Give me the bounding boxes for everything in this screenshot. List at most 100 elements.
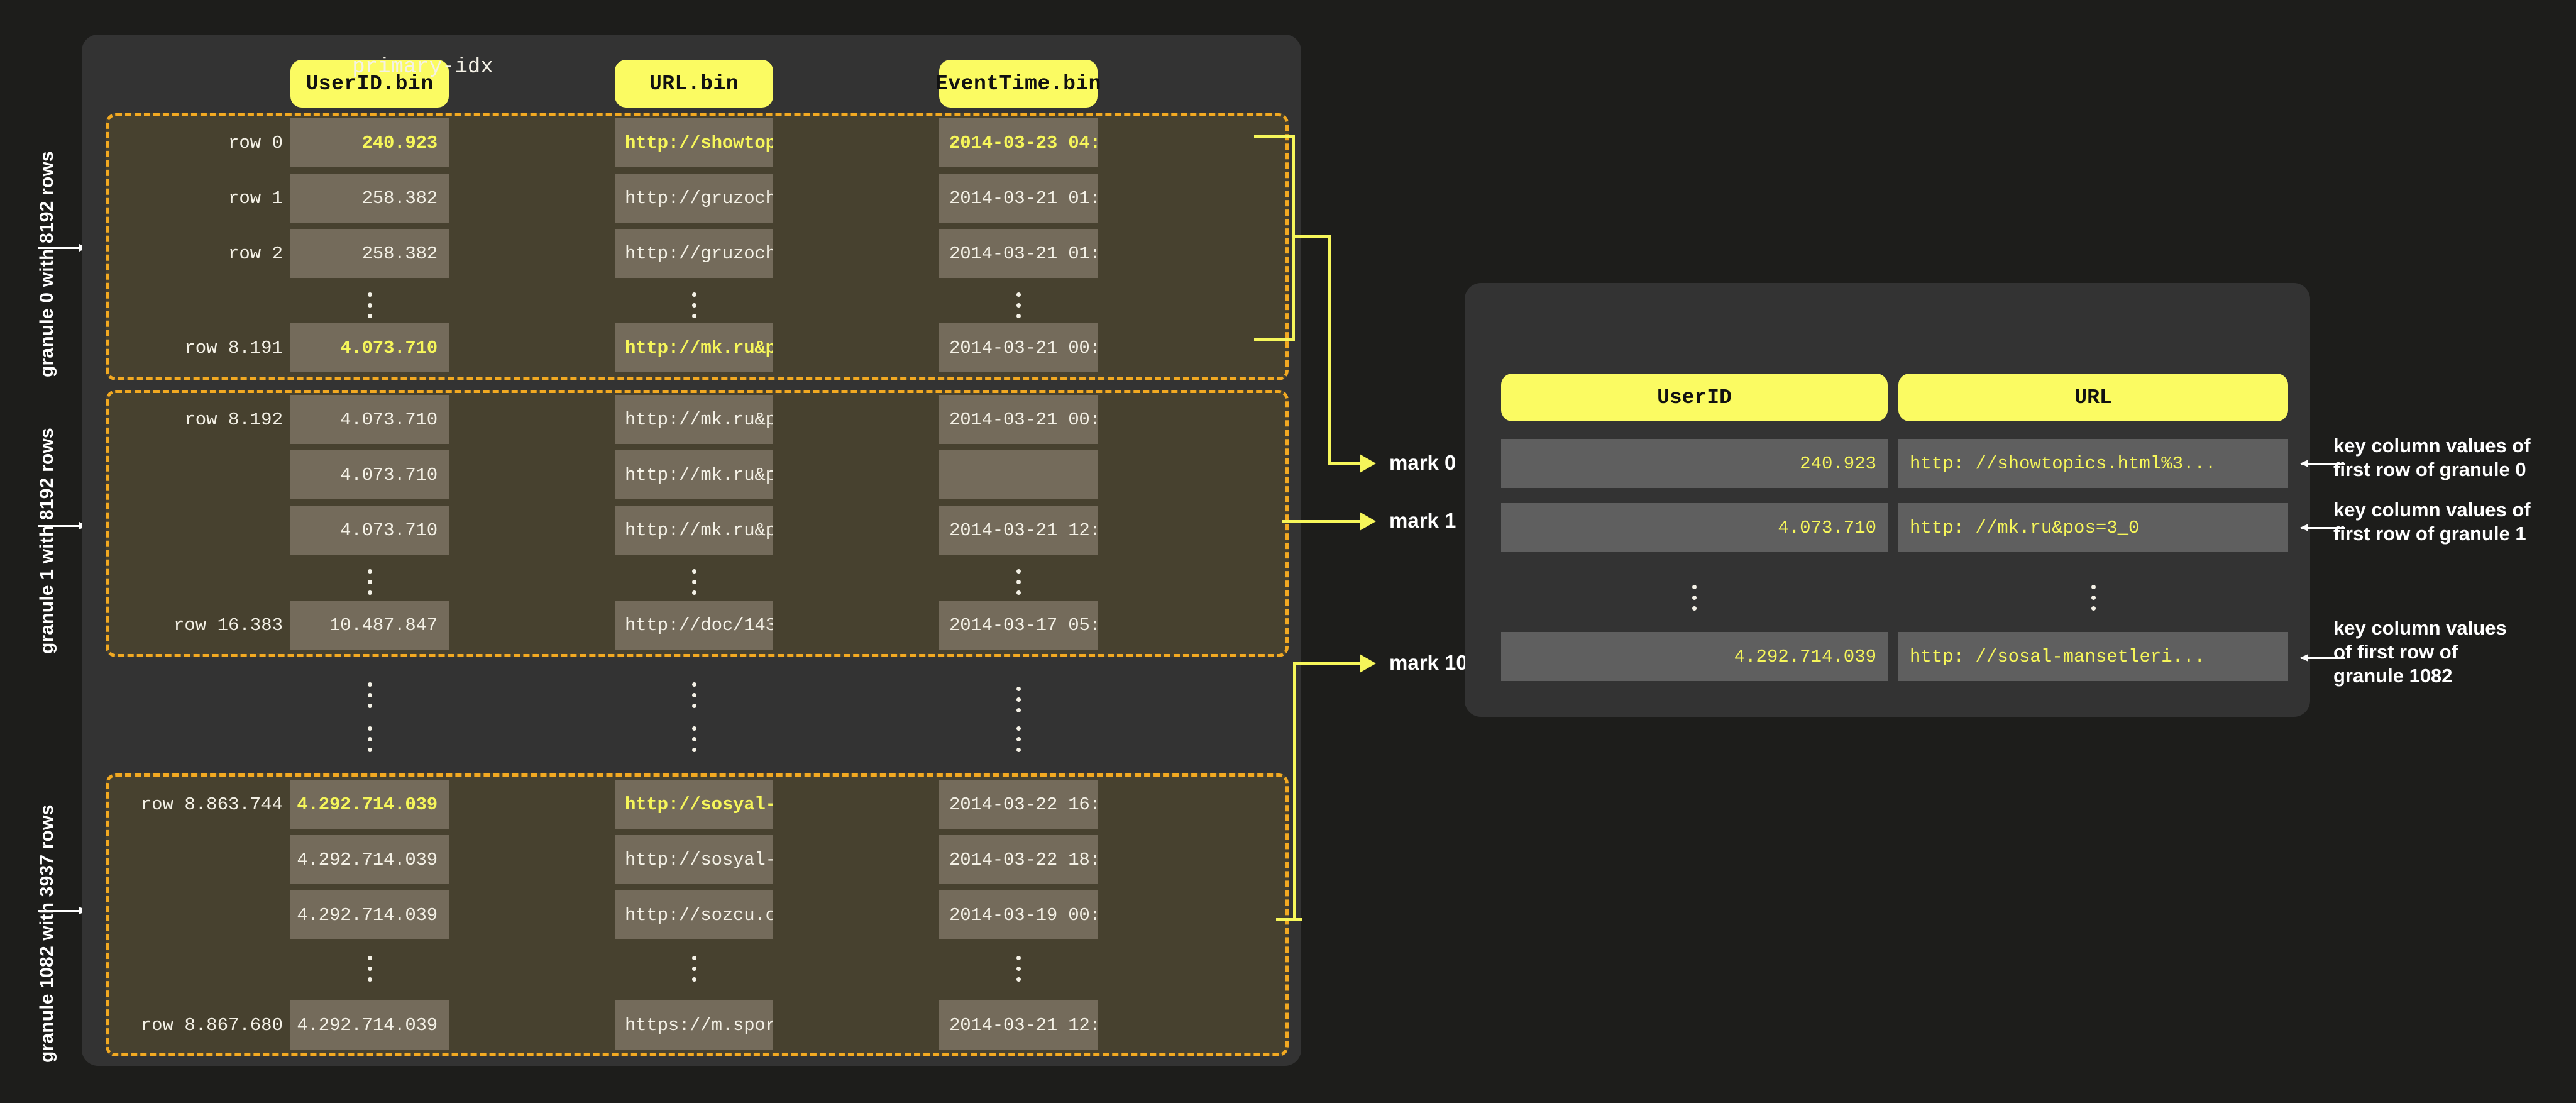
granule-1082-side-label: granule 1082 with 3937 rows — [36, 804, 57, 1063]
mark-1-arrow-icon — [1360, 512, 1376, 531]
granule-0-cell-url-4: http://mk.ru&pos=3_0 — [615, 323, 773, 372]
granule-0-cell-userid-2: 258.382 — [290, 229, 449, 278]
annotation-2-pointer — [2300, 654, 2345, 662]
granule-1-cell-userid-0: 4.073.710 — [290, 395, 449, 444]
primary-index-title: primary-idx — [352, 55, 493, 79]
granule-1-cell-url-4: http://doc/1437831&is_mo... — [615, 601, 773, 650]
granule-1-cell-userid-1: 4.073.710 — [290, 450, 449, 499]
granule-0-cell-eventtime-4: 2014-03-21 00:26:41 — [939, 323, 1098, 372]
primary-index-ellipsis-userid — [1501, 585, 1888, 617]
granule-0-row-label-4: row 8.191 — [184, 337, 283, 358]
mark-0-label: mark 0 — [1389, 451, 1456, 474]
granule-1-row-label-0: row 8.192 — [184, 409, 283, 430]
granule-0-row-label-0: row 0 — [228, 132, 283, 153]
granule-0-cell-eventtime-1: 2014-03-21 01:03:28 — [939, 174, 1098, 223]
mark-0-connector-down — [1328, 235, 1331, 464]
granule-1082-cell-url-1: http://sosyal-mansetleri... — [615, 835, 773, 884]
granule-1082-cell-url-2: http://sozcu.com.tr/oaut — [615, 890, 773, 939]
between-granules-ellipsis-userid-1 — [290, 682, 449, 714]
granule-1082-row-label-4: row 8.867.680 — [140, 1014, 283, 1036]
granule-0-row-label-2: row 2 — [228, 243, 283, 264]
between-granules-ellipsis-userid-2 — [290, 726, 449, 758]
between-granules-ellipsis-eventtime-1 — [939, 687, 1098, 719]
mark-0-arrow-icon — [1360, 454, 1376, 473]
mark-1082-connector-up — [1293, 663, 1296, 921]
granule-0-cell-userid-0: 240.923 — [290, 118, 449, 167]
column-header-userid-bin: UserID.bin — [290, 60, 449, 108]
granule-1082-cell-eventtime-1: 2014-03-22 18:02:12 — [939, 835, 1098, 884]
granule-0-cell-userid-1: 258.382 — [290, 174, 449, 223]
granule-1-side-pointer — [38, 522, 87, 529]
granule-0-row-label-1: row 1 — [228, 187, 283, 209]
primary-index-header-userid: UserID — [1501, 374, 1888, 421]
granule-1-cell-eventtime-2: 2014-03-21 12:25:12 — [939, 506, 1098, 555]
granule-1-row-label-4: row 16.383 — [173, 614, 283, 636]
granule-0-cell-url-2: http://gruzochno.ru/ekat... — [615, 229, 773, 278]
between-granules-ellipsis-url-2 — [615, 726, 773, 758]
mark-1082-connector-bottom — [1276, 918, 1302, 921]
granule-0-cell-eventtime-0: 2014-03-23 04:39:21 — [939, 118, 1098, 167]
column-header-eventtime-bin: EventTime.bin — [935, 60, 1101, 108]
granule-1082-cell-eventtime-0: 2014-03-22 16:22:00 — [939, 780, 1098, 829]
mark-0-connector-bottom — [1254, 338, 1295, 341]
granule-1-cell-url-1: http://mk.ru&pos=3_0 — [615, 450, 773, 499]
primary-index-ellipsis-url — [1898, 585, 2288, 617]
annotation-granule-1082: key column values of first row of granul… — [2333, 617, 2507, 687]
annotation-granule-1: key column values of first row of granul… — [2333, 499, 2531, 545]
primary-index-cell-userid-0: 240.923 — [1501, 439, 1888, 488]
granule-1-side-label: granule 1 with 8192 rows — [36, 428, 57, 654]
granule-1-cell-userid-4: 10.487.847 — [290, 601, 449, 650]
primary-index-header-url: URL — [1898, 374, 2288, 421]
between-granules-ellipsis-eventtime-2 — [939, 726, 1098, 758]
granule-1-cell-url-2: http://mk.ru&pos=3_0 — [615, 506, 773, 555]
granule-0-cell-url-1: http://gruzochno.ru/ekat... — [615, 174, 773, 223]
mark-0-connector-top — [1254, 135, 1295, 138]
granule-1082-cell-url-0: http://sosyal-mansetleri... — [615, 780, 773, 829]
mark-1082-connector-tail — [1293, 662, 1361, 665]
granule-1082-cell-userid-2: 4.292.714.039 — [290, 890, 449, 939]
granule-1082-ellipsis-userid — [290, 956, 449, 988]
granule-1082-cell-userid-1: 4.292.714.039 — [290, 835, 449, 884]
granule-1-cell-eventtime-4: 2014-03-17 05:50:01 — [939, 601, 1098, 650]
granule-1082-cell-eventtime-2: 2014-03-19 00:09:42 — [939, 890, 1098, 939]
granule-0-cell-url-0: http://showtopics.html%3... — [615, 118, 773, 167]
granule-1082-ellipsis-eventtime — [939, 956, 1098, 988]
mark-0-connector-stub — [1295, 235, 1331, 238]
granule-1082-side-pointer — [38, 907, 87, 914]
granule-1-ellipsis-userid — [290, 569, 449, 601]
granule-1-cell-url-0: http://mk.ru&pos=3_0 — [615, 395, 773, 444]
primary-index-cell-userid-3: 4.292.714.039 — [1501, 632, 1888, 681]
primary-index-cell-userid-1: 4.073.710 — [1501, 503, 1888, 552]
granule-0-cell-userid-4: 4.073.710 — [290, 323, 449, 372]
granule-0-side-pointer — [38, 244, 87, 252]
granule-0-side-label: granule 0 with 8192 rows — [36, 151, 57, 377]
granule-1082-cell-userid-0: 4.292.714.039 — [290, 780, 449, 829]
mark-1-connector-line — [1282, 520, 1362, 523]
granule-0-ellipsis-userid — [290, 292, 449, 324]
granule-1082-ellipsis-url — [615, 956, 773, 988]
primary-index-cell-url-0: http: //showtopics.html%3... — [1898, 439, 2288, 488]
granule-1082-cell-eventtime-4: 2014-03-21 12:05:41 — [939, 1000, 1098, 1050]
mark-1-label: mark 1 — [1389, 509, 1456, 532]
granule-0-ellipsis-eventtime — [939, 292, 1098, 324]
granule-0-cell-eventtime-2: 2014-03-21 01:04:08 — [939, 229, 1098, 278]
between-granules-ellipsis-url-1 — [615, 682, 773, 714]
granule-1-ellipsis-eventtime — [939, 569, 1098, 601]
granule-0-ellipsis-url — [615, 292, 773, 324]
granule-1082-cell-userid-4: 4.292.714.039 — [290, 1000, 449, 1050]
granule-1-cell-eventtime-0: 2014-03-21 00:27:07 — [939, 395, 1098, 444]
mark-1082-arrow-icon — [1360, 654, 1376, 673]
granule-1-cell-eventtime-1 — [939, 450, 1098, 499]
annotation-1-pointer — [2300, 524, 2345, 531]
granule-1082-row-label-0: row 8.863.744 — [140, 794, 283, 815]
mark-0-connector-tail — [1328, 462, 1361, 465]
primary-index-cell-url-1: http: //mk.ru&pos=3_0 — [1898, 503, 2288, 552]
primary-index-cell-url-3: http: //sosal-mansetleri... — [1898, 632, 2288, 681]
mark-0-connector-right — [1292, 135, 1295, 341]
granule-1-ellipsis-url — [615, 569, 773, 601]
annotation-granule-0: key column values of first row of granul… — [2333, 435, 2531, 480]
annotation-0-pointer — [2300, 460, 2345, 467]
granule-1082-cell-url-4: https://m.sport.airway/? — [615, 1000, 773, 1050]
granule-1-cell-userid-2: 4.073.710 — [290, 506, 449, 555]
